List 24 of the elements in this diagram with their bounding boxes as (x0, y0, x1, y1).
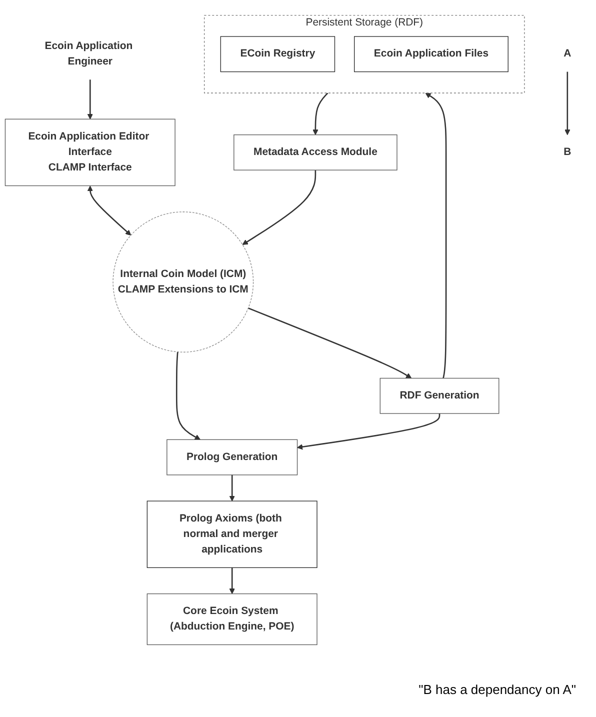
arrow (87, 186, 132, 236)
node-text: Ecoin Application Engineer (44, 40, 133, 68)
node-box: Ecoin Application Files (354, 36, 508, 72)
arrow (425, 92, 447, 378)
node-text: B (564, 146, 572, 158)
arrow (297, 414, 440, 450)
node-box: ECoin Registry (220, 36, 336, 72)
node-box: RDF Generation (380, 378, 500, 414)
arrow (242, 170, 316, 245)
arrow (229, 474, 235, 502)
legend-note: "B has a dependancy on A" (418, 682, 576, 697)
arrow (564, 72, 570, 136)
arrow (87, 80, 93, 120)
node-circle: Internal Coin Model (ICM) CLAMP Extensions to ICM (112, 212, 254, 352)
arrow (248, 307, 412, 378)
node-box: Prolog Generation (166, 439, 298, 476)
arrow (312, 92, 328, 136)
arrow (229, 568, 235, 594)
arrow (176, 352, 200, 440)
node-text: A (564, 48, 572, 60)
node-box: Core Ecoin System (Abduction Engine, POE) (146, 593, 318, 646)
node-box: Metadata Access Module (234, 134, 398, 170)
node-box: Ecoin Application Editor Interface CLAMP Interface (4, 118, 176, 186)
node-box: Prolog Axioms (both normal and merger applications (146, 500, 318, 568)
